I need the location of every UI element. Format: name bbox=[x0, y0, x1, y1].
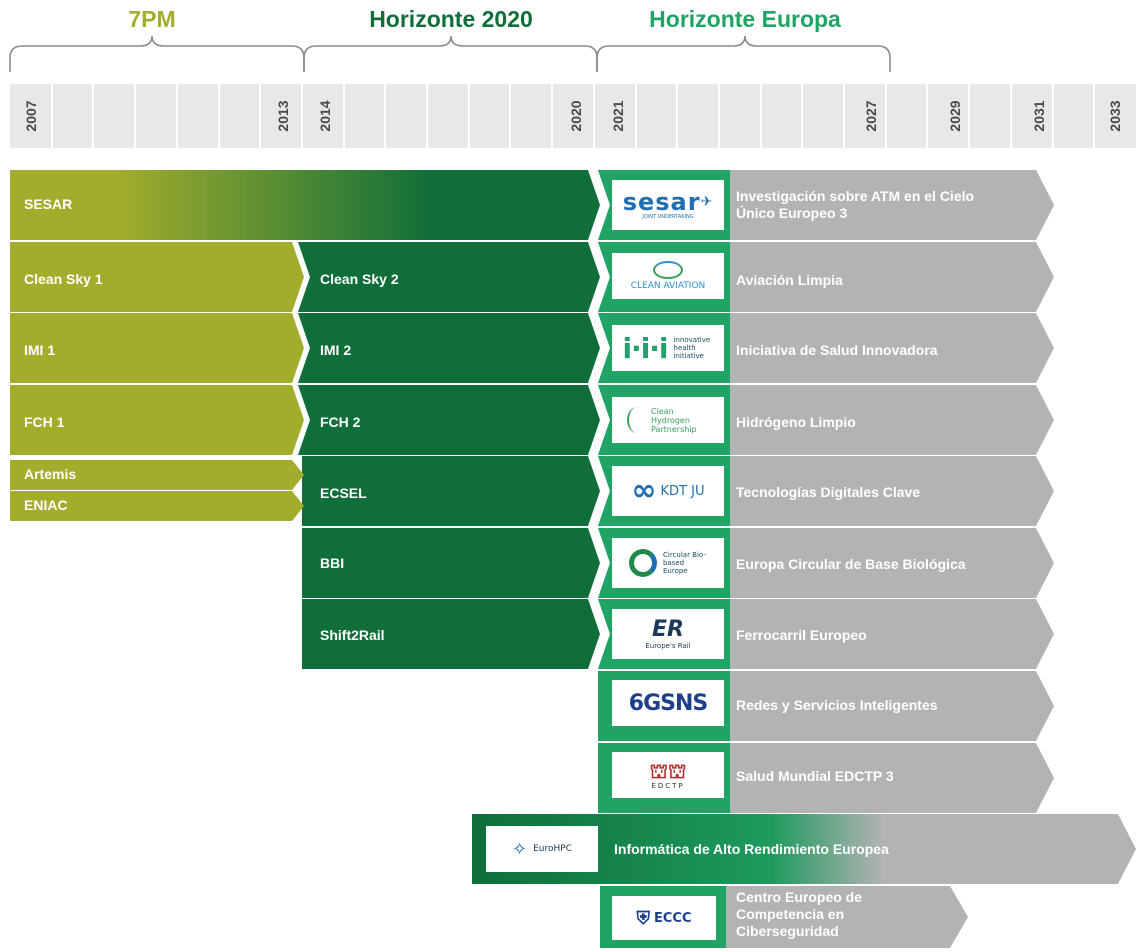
year-divider bbox=[218, 84, 220, 148]
eurohpc-logo: ✧ EuroHPC bbox=[486, 826, 598, 872]
kdt-ju-logo: ∞ KDT JU bbox=[612, 466, 724, 516]
ihi-h2020-bar bbox=[298, 313, 600, 383]
cbe-h2020-bar bbox=[302, 528, 600, 598]
year-divider bbox=[801, 84, 803, 148]
kdt-label: Tecnologías Digitales Clave bbox=[736, 484, 921, 500]
year-divider bbox=[760, 84, 762, 148]
eniac-label: ENIAC bbox=[24, 497, 68, 513]
programme-he-title: Horizonte Europa bbox=[649, 6, 841, 32]
year-divider bbox=[926, 84, 928, 148]
brace-h2020 bbox=[303, 35, 598, 72]
year-divider bbox=[176, 84, 178, 148]
clean-hydrogen-logo: Clean Hydrogen Partnership bbox=[612, 397, 724, 443]
bbi-label: BBI bbox=[320, 555, 345, 571]
year-divider bbox=[551, 84, 553, 148]
artemis-label: Artemis bbox=[24, 466, 77, 482]
year-divider bbox=[676, 84, 678, 148]
clean-aviation-fp7-bar bbox=[10, 242, 304, 312]
edctp-label: Salud Mundial EDCTP 3 bbox=[736, 768, 894, 784]
europes-rail-label: Ferrocarril Europeo bbox=[736, 627, 867, 643]
sesar-bar bbox=[10, 170, 600, 240]
brace-7pm bbox=[9, 35, 305, 72]
programme-7pm-title: 7PM bbox=[128, 6, 176, 32]
eurohpc-bar bbox=[472, 814, 1136, 884]
europes-rail-h2020-bar bbox=[302, 599, 600, 669]
year-divider bbox=[968, 84, 970, 148]
eurohpc-label: Informática de Alto Rendimiento Europea bbox=[614, 841, 889, 857]
clean-hydrogen-label: Hidrógeno Limpio bbox=[736, 414, 856, 430]
eniac-bar bbox=[10, 491, 304, 521]
year-divider bbox=[885, 84, 887, 148]
year-divider bbox=[843, 84, 845, 148]
europes-rail-logo: ER Europe's Rail bbox=[612, 609, 724, 659]
year-divider bbox=[468, 84, 470, 148]
programme-braces bbox=[9, 35, 891, 72]
clean-hydrogen-h2020-bar bbox=[298, 385, 600, 455]
ecsel-label: ECSEL bbox=[320, 485, 367, 501]
year-divider bbox=[426, 84, 428, 148]
imi-2-label: IMI 2 bbox=[320, 342, 352, 358]
clean-aviation-h2020-bar bbox=[298, 242, 600, 312]
imi-1-label: IMI 1 bbox=[24, 342, 56, 358]
year-divider bbox=[1093, 84, 1095, 148]
eccc-logo: ⛨ ECCC bbox=[612, 896, 716, 940]
year-divider bbox=[635, 84, 637, 148]
year-divider bbox=[509, 84, 511, 148]
clean-aviation-logo: CLEAN AVIATION bbox=[612, 253, 724, 299]
edctp-logo: ⛫⛫ EDCTP bbox=[612, 752, 724, 798]
year-divider bbox=[1010, 84, 1012, 148]
cbe-logo: Circular Bio-based Europe bbox=[612, 538, 724, 588]
shift2rail-label: Shift2Rail bbox=[320, 627, 385, 643]
ihi-fp7-bar bbox=[10, 313, 304, 383]
kdt-h2020-bar bbox=[302, 456, 600, 526]
year-divider bbox=[1052, 84, 1054, 148]
6gsns-label: Redes y Servicios Inteligentes bbox=[736, 697, 938, 713]
year-divider bbox=[384, 84, 386, 148]
year-divider bbox=[718, 84, 720, 148]
clean-aviation-label: Aviación Limpia bbox=[736, 272, 843, 288]
programme-h2020-title: Horizonte 2020 bbox=[369, 6, 533, 32]
year-divider bbox=[51, 84, 53, 148]
fch-2-label: FCH 2 bbox=[320, 414, 361, 430]
year-divider bbox=[134, 84, 136, 148]
cbe-label: Europa Circular de Base Biológica bbox=[736, 556, 966, 572]
artemis-bar bbox=[10, 460, 304, 490]
year-divider bbox=[301, 84, 303, 148]
clean-sky-2-label: Clean Sky 2 bbox=[320, 271, 399, 287]
timeline-strip bbox=[10, 84, 1136, 148]
ihi-logo: i·i·i innovative health initiative bbox=[612, 325, 724, 371]
sesar-logo: sesar✈ JOINT UNDERTAKING bbox=[612, 180, 724, 230]
fch-1-label: FCH 1 bbox=[24, 414, 65, 430]
clean-sky-1-label: Clean Sky 1 bbox=[24, 271, 103, 287]
sesar-label: SESAR bbox=[24, 196, 73, 212]
year-divider bbox=[259, 84, 261, 148]
6gsns-logo: 6GSNS bbox=[612, 680, 724, 726]
year-divider bbox=[593, 84, 595, 148]
clean-hydrogen-fp7-bar bbox=[10, 385, 304, 455]
ihi-label: Iniciativa de Salud Innovadora bbox=[736, 342, 938, 358]
year-divider bbox=[343, 84, 345, 148]
year-divider bbox=[92, 84, 94, 148]
brace-he bbox=[596, 35, 891, 72]
